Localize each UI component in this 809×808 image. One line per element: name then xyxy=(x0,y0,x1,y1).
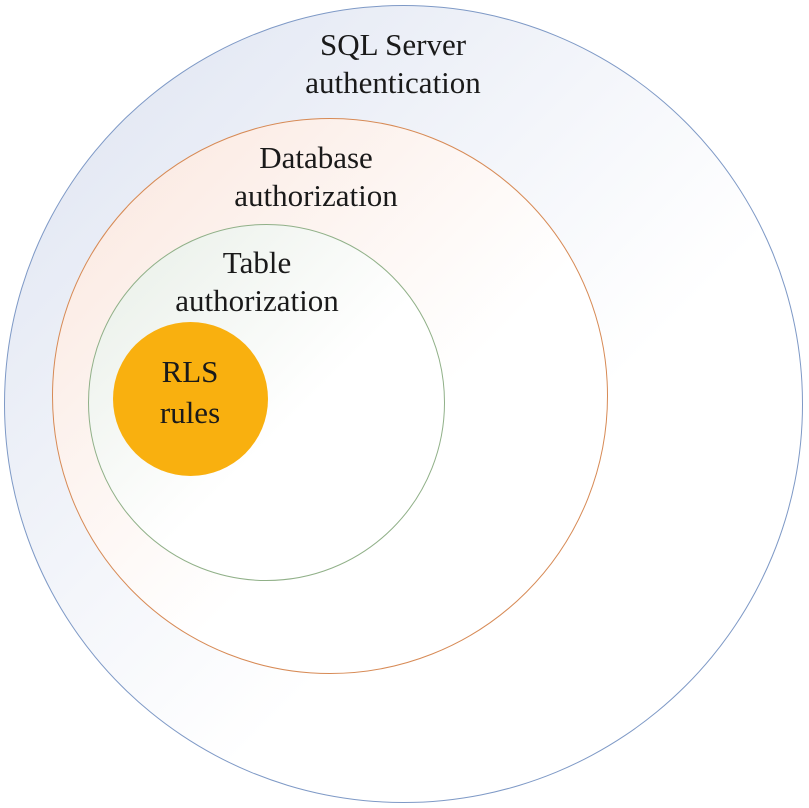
label-line: Table xyxy=(222,245,292,280)
label-line: RLS xyxy=(161,354,219,389)
label-line: rules xyxy=(159,395,221,430)
label-line: authorization xyxy=(175,283,339,318)
rls-rules-label: RLS rules xyxy=(160,351,220,433)
table-authorization-label: Table authorization xyxy=(175,244,339,320)
sql-server-authentication-label: SQL Server authentication xyxy=(305,26,481,102)
label-line: authorization xyxy=(234,178,398,213)
label-line: Database xyxy=(259,140,373,175)
label-line: SQL Server xyxy=(319,27,467,62)
rls-rules-circle xyxy=(113,322,268,476)
label-line: authentication xyxy=(305,65,481,100)
database-authorization-label: Database authorization xyxy=(234,139,398,215)
